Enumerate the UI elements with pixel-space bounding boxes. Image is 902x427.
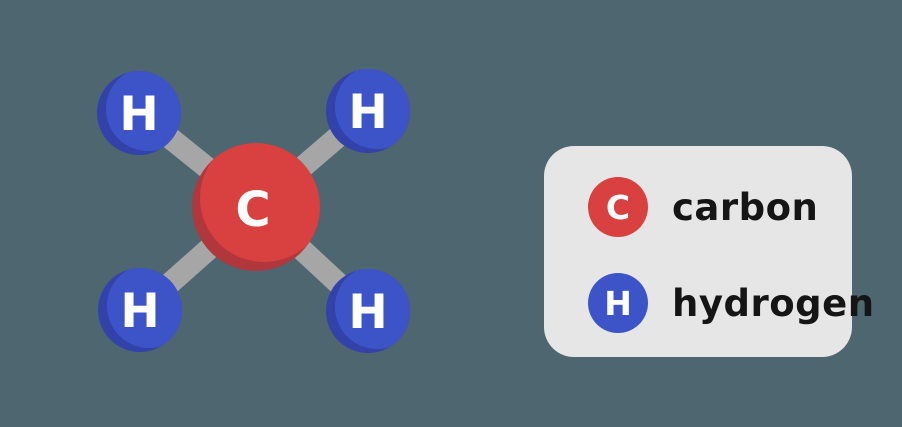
atom-body	[107, 268, 182, 348]
hydrogen-label: hydrogen	[672, 281, 875, 325]
carbon-chip-icon: C	[588, 177, 648, 237]
atom-symbol: H	[119, 87, 158, 142]
atom-hydrogen-bottom-right: H	[326, 269, 410, 353]
hydrogen-chip-icon: H	[588, 273, 648, 333]
carbon-chip-symbol: C	[605, 187, 631, 227]
atom-symbol: H	[348, 285, 387, 340]
legend-card: C carbon H hydrogen	[544, 146, 874, 357]
atom-body	[335, 269, 410, 349]
atom-hydrogen-top-left: H	[97, 71, 181, 155]
hydrogen-chip-symbol: H	[604, 283, 632, 323]
atom-body	[106, 71, 181, 151]
atom-symbol: H	[120, 284, 159, 339]
atom-body	[335, 69, 410, 149]
atom-hydrogen-bottom-left: H	[98, 268, 182, 352]
carbon-label: carbon	[672, 185, 819, 229]
atom-hydrogen-top-right: H	[326, 69, 410, 153]
legend-item-carbon: C carbon	[588, 177, 852, 237]
legend-item-hydrogen: H hydrogen	[588, 273, 874, 333]
atom-body	[200, 143, 320, 262]
atom-carbon: C	[192, 143, 320, 271]
atom-symbol: H	[348, 85, 387, 140]
atom-symbol: C	[235, 182, 270, 238]
methane-molecule-diagram: H H H H C	[97, 69, 410, 353]
